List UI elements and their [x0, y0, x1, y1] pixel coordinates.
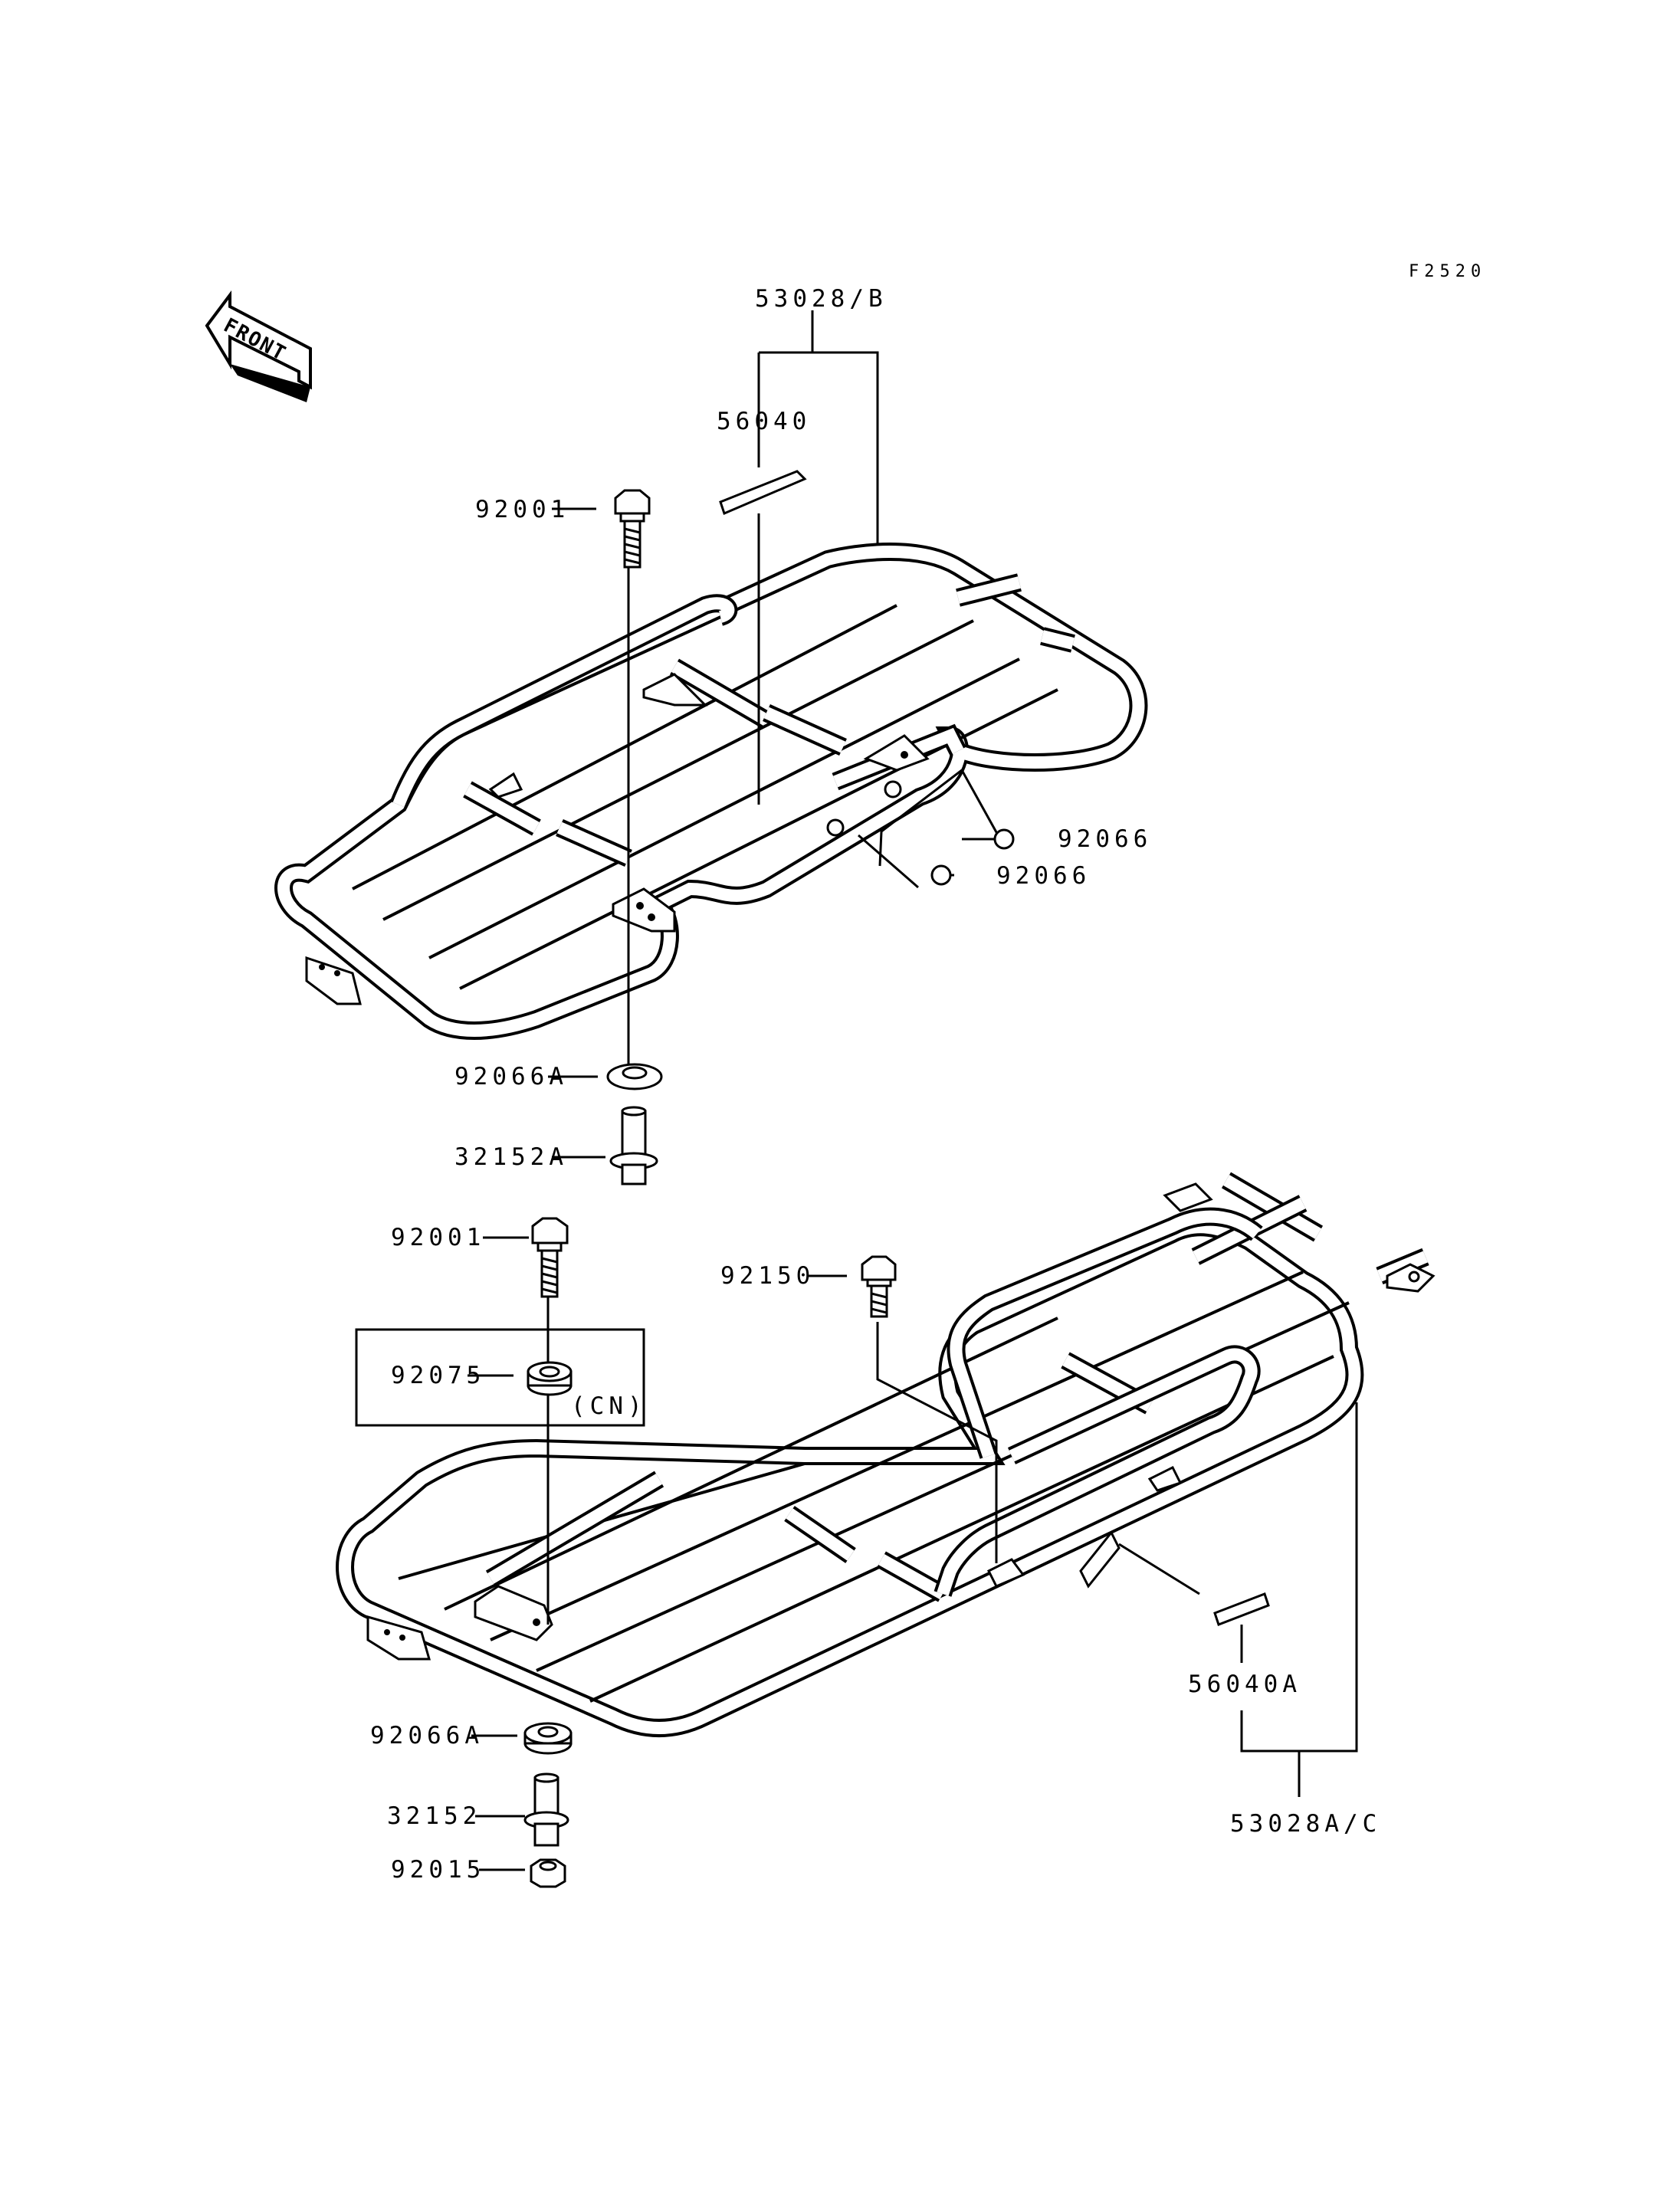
figure-code: F2520 [1409, 262, 1486, 281]
lower-label-plate [1213, 1592, 1270, 1626]
lower-damper-92066a-label: 92066A [370, 1722, 484, 1749]
upper-rack-assy-label: 53028/B [755, 285, 888, 313]
lower-damper-92075 [527, 1361, 573, 1396]
lower-collar-32152 [523, 1772, 569, 1847]
upper-damper-92066-1 [993, 828, 1015, 850]
lower-rack-assy-label: 53028A/C [1230, 1810, 1381, 1838]
lower-nut-92015-label: 92015 [391, 1856, 485, 1884]
cn-note: (CN) [571, 1392, 647, 1420]
upper-label-56040: 56040 [717, 408, 811, 435]
upper-damper-92066-2-label: 92066 [996, 862, 1091, 890]
upper-bolt-92001-label: 92001 [475, 496, 569, 523]
lower-label-56040a-label: 56040A [1188, 1671, 1301, 1698]
lower-bolt-92150-label: 92150 [720, 1262, 815, 1290]
lower-nut-92015 [530, 1858, 566, 1888]
upper-label-plate [719, 470, 807, 516]
upper-damper-92066-1-label: 92066 [1058, 825, 1152, 853]
upper-assy-bracket [757, 310, 879, 546]
upper-damper-92066a-label: 92066A [454, 1063, 568, 1090]
lower-bolt-92150 [861, 1255, 897, 1318]
upper-collar-32152a-label: 32152A [454, 1143, 568, 1171]
lower-bolt-92001-label: 92001 [391, 1224, 485, 1251]
upper-damper-92066-2 [930, 864, 952, 886]
upper-collar-32152a [609, 1106, 658, 1185]
lower-damper-92066a [523, 1722, 573, 1755]
lower-assy-bracket [1240, 1402, 1358, 1797]
lower-collar-32152-label: 32152 [387, 1802, 481, 1830]
lower-bolt-92001 [531, 1217, 569, 1298]
upper-damper-92066a [606, 1063, 663, 1090]
upper-carrier-rack [274, 543, 1148, 1040]
front-arrow-icon: FRONT [205, 290, 312, 402]
lower-damper-92075-label: 92075 [391, 1362, 485, 1389]
upper-bolt-92001 [614, 489, 651, 569]
lower-carrier-rack [336, 1172, 1436, 1737]
cn-box [355, 1328, 645, 1427]
